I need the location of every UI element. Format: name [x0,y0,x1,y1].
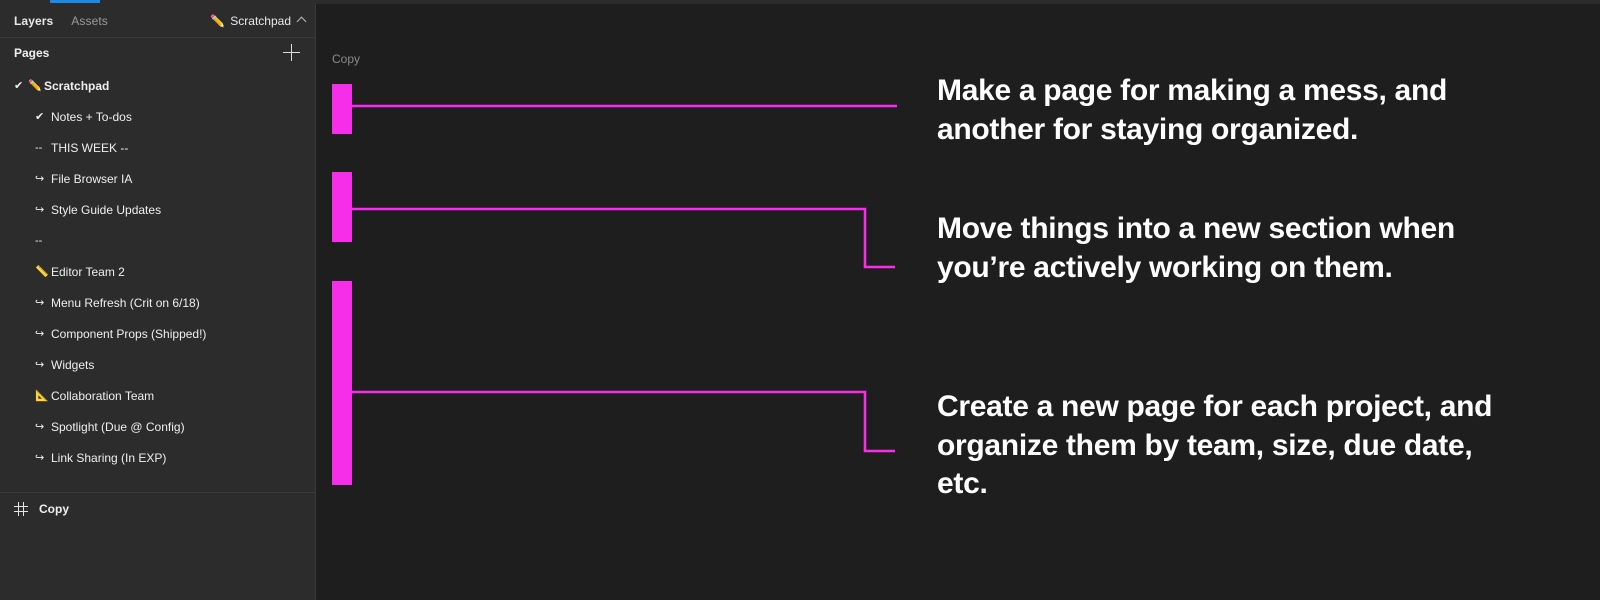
pencil-emoji-icon: ✏️ [210,13,226,28]
copy-block-2[interactable]: Move things into a new section when you’… [937,212,1455,284]
connector-lines [349,104,897,453]
page-item-component-props[interactable]: ↪ Component Props (Shipped!) [0,318,315,349]
page-item-label: Spotlight (Due @ Config) [51,419,185,434]
page-item-menu-refresh[interactable]: ↪ Menu Refresh (Crit on 6/18) [0,287,315,318]
arrow-hook-icon: ↪ [35,328,45,340]
page-item-label: Scratchpad [44,78,110,93]
page-item-scratchpad[interactable]: ✔ ✏️ Scratchpad [0,70,315,101]
arrow-hook-icon: ↪ [35,359,45,371]
pencil-emoji-icon: ✏️ [28,80,42,92]
frame-name-label[interactable]: Copy [332,52,361,66]
arrow-hook-icon: ↪ [35,421,45,433]
current-page-label: Scratchpad [230,13,291,28]
page-item-label: THIS WEEK -- [51,140,129,155]
pages-label: Pages [14,46,50,60]
sidebar-header: Layers Assets ✏️ Scratchpad [0,4,315,38]
selection-bar-2[interactable] [332,172,352,242]
page-item-editor-team-2[interactable]: 📏 Editor Team 2 [0,256,315,287]
arrow-hook-icon: ↪ [35,452,45,464]
page-item-label: Style Guide Updates [51,202,162,217]
page-item-label: Link Sharing (In EXP) [51,450,167,465]
page-item-label: Widgets [51,357,95,372]
page-item-widgets[interactable]: ↪ Widgets [0,349,315,380]
page-item-spotlight[interactable]: ↪ Spotlight (Due @ Config) [0,411,315,442]
dashes-icon: -- [35,234,43,247]
page-item-file-browser-ia[interactable]: ↪ File Browser IA [0,163,315,194]
canvas-area[interactable]: Copy Make a page for making a mess, and … [317,4,1600,600]
layer-item-label: Copy [39,502,69,516]
page-item-notes-todos[interactable]: ✔ Notes + To-dos [0,101,315,132]
page-item-label: Menu Refresh (Crit on 6/18) [51,295,200,310]
pages-list: ✔ ✏️ Scratchpad ✔ Notes + To-dos -- THIS… [0,68,315,473]
active-tab-indicator [50,0,100,3]
arrow-hook-icon: ↪ [35,204,45,216]
page-item-label: Collaboration Team [51,388,155,403]
arrow-hook-icon: ↪ [35,173,45,185]
copy-block-3[interactable]: Create a new page for each project, and … [937,390,1493,501]
frame-icon [14,502,28,516]
page-item-label: Editor Team 2 [51,264,125,279]
top-accent-strip [0,0,1600,4]
selected-check-icon: ✔ [14,80,24,92]
tab-assets[interactable]: Assets [71,13,108,28]
tab-layers[interactable]: Layers [14,13,54,28]
page-item-label: File Browser IA [51,171,133,186]
page-item-style-guide-updates[interactable]: ↪ Style Guide Updates [0,194,315,225]
connector-line-2 [349,207,895,269]
add-page-button[interactable] [283,44,301,62]
selection-bar-3[interactable] [332,281,352,485]
layers-list: Copy [0,493,316,525]
page-item-link-sharing[interactable]: ↪ Link Sharing (In EXP) [0,442,315,473]
arrow-hook-icon: ↪ [35,297,45,309]
chevron-up-icon[interactable] [296,16,307,27]
straight-ruler-emoji-icon: 📏 [35,266,49,278]
left-sidebar: Layers Assets ✏️ Scratchpad Pages ✔ ✏️ S… [0,4,316,600]
dashes-icon: -- [35,141,43,154]
page-item-label: Component Props (Shipped!) [51,326,207,341]
pages-section-header: Pages [0,38,315,68]
connector-line-3 [349,390,895,453]
page-item-this-week[interactable]: -- THIS WEEK -- [0,132,315,163]
check-icon: ✔ [35,111,45,123]
selection-bar-1[interactable] [332,84,352,134]
page-item-divider-dashes[interactable]: -- [0,225,315,256]
current-page-chip[interactable]: ✏️ Scratchpad [210,13,307,28]
pages-layers-divider [0,492,316,493]
copy-block-1[interactable]: Make a page for making a mess, and anoth… [937,74,1447,146]
layer-item-copy[interactable]: Copy [0,493,316,525]
triangular-ruler-emoji-icon: 📐 [35,390,49,402]
page-item-label: Notes + To-dos [51,109,132,124]
page-item-collaboration-team[interactable]: 📐 Collaboration Team [0,380,315,411]
